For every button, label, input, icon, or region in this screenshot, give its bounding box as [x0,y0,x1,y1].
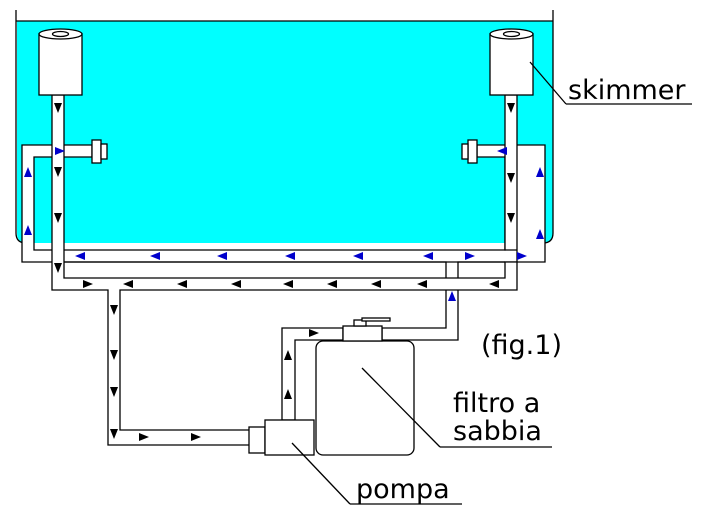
suction-flow-arrow-icon [507,213,515,223]
suction-flow-arrow-icon [177,280,187,288]
return-flow-arrow-icon [150,252,160,260]
suction-flow-arrow-icon [489,280,499,288]
pool-water [17,21,553,243]
suction-flow-arrow-icon [54,103,62,113]
return-flow-arrow-icon [536,229,544,239]
suction-flow-arrow-icon [54,263,62,273]
suction-flow-arrow-icon [231,280,241,288]
return-flow-arrow-icon [517,252,527,260]
suction-flow-arrow-icon [191,433,201,441]
suction-flow-arrow-icon [139,433,149,441]
return-flow-arrow-icon [24,225,32,235]
suction-flow-arrow-icon [507,103,515,113]
return-flow-arrow-icon [75,252,85,260]
suction-flow-arrow-icon [110,387,118,397]
suction-flow-arrow-icon [327,280,337,288]
suction-flow-arrow-icon [507,173,515,183]
suction-flow-arrow-icon [371,280,381,288]
suction-flow-arrow-icon [110,305,118,315]
return-flow-arrow-icon [423,252,433,260]
return-nozzle-right [461,139,478,164]
skimmer-left [38,28,83,96]
filter-label-line2: sabbia [453,416,542,447]
filter-label-line1: filtro a [453,388,540,419]
return-flow-arrow-icon [497,147,507,155]
return-flow-arrow-icon [285,252,295,260]
suction-flow-arrow-icon [417,280,427,288]
return-flow-arrow-icon [536,167,544,177]
suction-flow-arrow-icon [309,329,319,337]
suction-pipe [51,94,518,446]
suction-flow-arrow-icon [83,280,93,288]
return-flow-arrow-icon [217,252,227,260]
suction-flow-arrow-icon [54,167,62,177]
return-nozzle-left [91,139,108,164]
sand-filter [315,317,415,456]
suction-flow-arrow-icon [284,389,292,399]
return-flow-arrow-icon [24,167,32,177]
skimmer-right [489,28,534,96]
suction-flow-arrow-icon [54,213,62,223]
flow-arrows [24,103,544,441]
suction-flow-arrow-icon [283,280,293,288]
return-flow-arrow-icon [55,147,65,155]
pump [248,419,315,456]
return-flow-arrow-icon [465,252,475,260]
suction-flow-arrow-icon [284,350,292,360]
pump-label: pompa [356,474,450,505]
pool [15,10,554,244]
pipes [21,94,546,446]
return-pipe [21,144,546,341]
figure-label: (fig.1) [481,330,562,361]
suction-flow-arrow-icon [110,429,118,439]
return-flow-arrow-icon [353,252,363,260]
labels: skimmer (fig.1) filtro a sabbia pompa [291,61,692,505]
suction-flow-arrow-icon [123,280,133,288]
skimmer-label: skimmer [568,75,686,106]
suction-flow-arrow-icon [110,350,118,360]
return-flow-arrow-icon [448,291,456,301]
